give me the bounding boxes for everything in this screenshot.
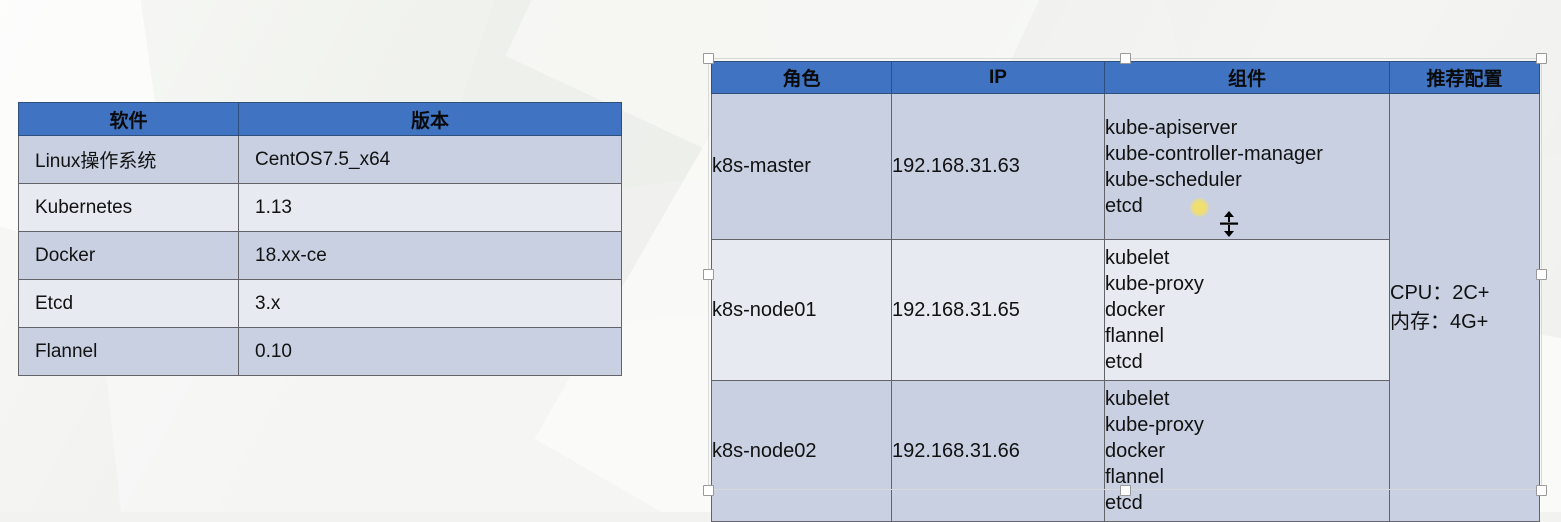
table-row[interactable]: k8s-node02 192.168.31.66 kubelet kube-pr… xyxy=(711,380,1540,522)
component-item: kube-proxy xyxy=(1105,414,1204,436)
component-item: flannel xyxy=(1105,466,1164,488)
cell-software-name: Kubernetes xyxy=(18,183,239,232)
table-row[interactable]: Etcd 3.x xyxy=(18,279,622,328)
cell-software-version: 18.xx-ce xyxy=(238,231,622,280)
column-header-role: 角色 xyxy=(711,61,892,94)
column-header-component: 组件 xyxy=(1104,61,1390,94)
table-row[interactable]: k8s-node01 192.168.31.65 kubelet kube-pr… xyxy=(711,239,1540,381)
software-version-table[interactable]: 软件 版本 Linux操作系统 CentOS7.5_x64 Kubernetes… xyxy=(18,102,622,376)
cell-software-name: Docker xyxy=(18,231,239,280)
component-item: kube-proxy xyxy=(1105,273,1204,295)
cluster-topology-table[interactable]: 角色 IP 组件 推荐配置 k8s-master 192.168.31.63 k… xyxy=(711,61,1540,522)
table-header-row: 软件 版本 xyxy=(18,102,622,136)
column-header-software: 软件 xyxy=(18,102,239,136)
cell-ip: 192.168.31.63 xyxy=(891,93,1105,240)
cell-software-name: Linux操作系统 xyxy=(18,135,239,184)
table-row[interactable]: k8s-master 192.168.31.63 kube-apiserver … xyxy=(711,93,1540,522)
column-header-recommended-config: 推荐配置 xyxy=(1389,61,1540,94)
table-row[interactable]: Docker 18.xx-ce xyxy=(18,231,622,280)
cell-role: k8s-node02 xyxy=(711,380,892,522)
component-item: kube-apiserver xyxy=(1105,116,1238,139)
cell-software-version: 3.x xyxy=(238,279,622,328)
component-item: docker xyxy=(1105,299,1166,321)
cell-recommended-config: CPU：2C+ 内存：4G+ xyxy=(1389,93,1540,522)
config-memory: 内存：4G+ xyxy=(1390,310,1489,333)
table-row[interactable]: Flannel 0.10 xyxy=(18,327,622,376)
component-item: kubelet xyxy=(1105,388,1170,410)
component-item: kube-controller-manager xyxy=(1105,142,1323,165)
table-row[interactable]: Kubernetes 1.13 xyxy=(18,183,622,232)
cell-role: k8s-node01 xyxy=(711,239,892,381)
cell-components: kubelet kube-proxy docker flannel etcd xyxy=(1104,239,1390,381)
cell-software-version: 0.10 xyxy=(238,327,622,376)
cell-components: kube-apiserver kube-controller-manager k… xyxy=(1104,93,1390,240)
cell-components: kubelet kube-proxy docker flannel etcd xyxy=(1104,380,1390,522)
config-cpu: CPU：2C+ xyxy=(1390,281,1490,304)
component-item: docker xyxy=(1105,440,1166,462)
table-row[interactable]: Linux操作系统 CentOS7.5_x64 xyxy=(18,135,622,184)
component-item: etcd xyxy=(1105,492,1143,514)
component-item: etcd xyxy=(1105,194,1143,217)
cell-software-name: Etcd xyxy=(18,279,239,328)
cell-ip: 192.168.31.65 xyxy=(891,239,1105,381)
component-item: kubelet xyxy=(1105,247,1170,269)
table-header-row: 角色 IP 组件 推荐配置 xyxy=(711,61,1540,94)
column-header-ip: IP xyxy=(891,61,1105,94)
cell-software-name: Flannel xyxy=(18,327,239,376)
component-item: flannel xyxy=(1105,325,1164,347)
column-header-version: 版本 xyxy=(238,102,622,136)
component-item: kube-scheduler xyxy=(1105,168,1242,191)
component-item: etcd xyxy=(1105,351,1143,373)
cell-software-version: 1.13 xyxy=(238,183,622,232)
cell-ip: 192.168.31.66 xyxy=(891,380,1105,522)
cell-role: k8s-master xyxy=(711,93,892,240)
cell-software-version: CentOS7.5_x64 xyxy=(238,135,622,184)
